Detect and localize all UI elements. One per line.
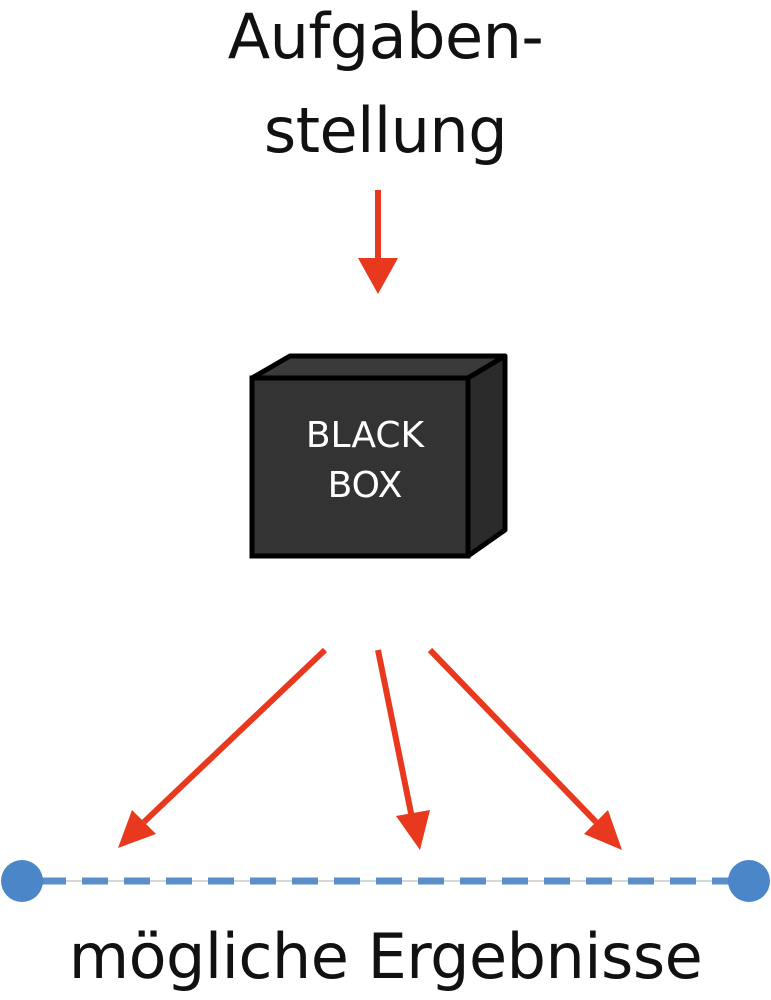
output-arrow-left (118, 647, 328, 848)
results-range (1, 860, 770, 902)
black-box-front (249, 375, 471, 559)
black-box-top (249, 353, 508, 381)
input-arrow (358, 190, 398, 294)
output-arrow-middle (375, 649, 430, 850)
black-box-side (465, 353, 508, 559)
black-box-label-line-1: BLACK (306, 415, 426, 456)
output-arrows (118, 647, 622, 850)
task-title-line-2: stellung (263, 94, 508, 167)
black-box: BLACK BOX (249, 353, 508, 559)
range-end-dot (728, 860, 770, 902)
task-title-line-1: Aufgaben- (227, 0, 544, 73)
results-label: mögliche Ergebnisse (68, 920, 703, 993)
range-start-dot (1, 860, 43, 902)
output-arrow-right (427, 647, 622, 850)
black-box-label-line-2: BOX (328, 465, 403, 506)
